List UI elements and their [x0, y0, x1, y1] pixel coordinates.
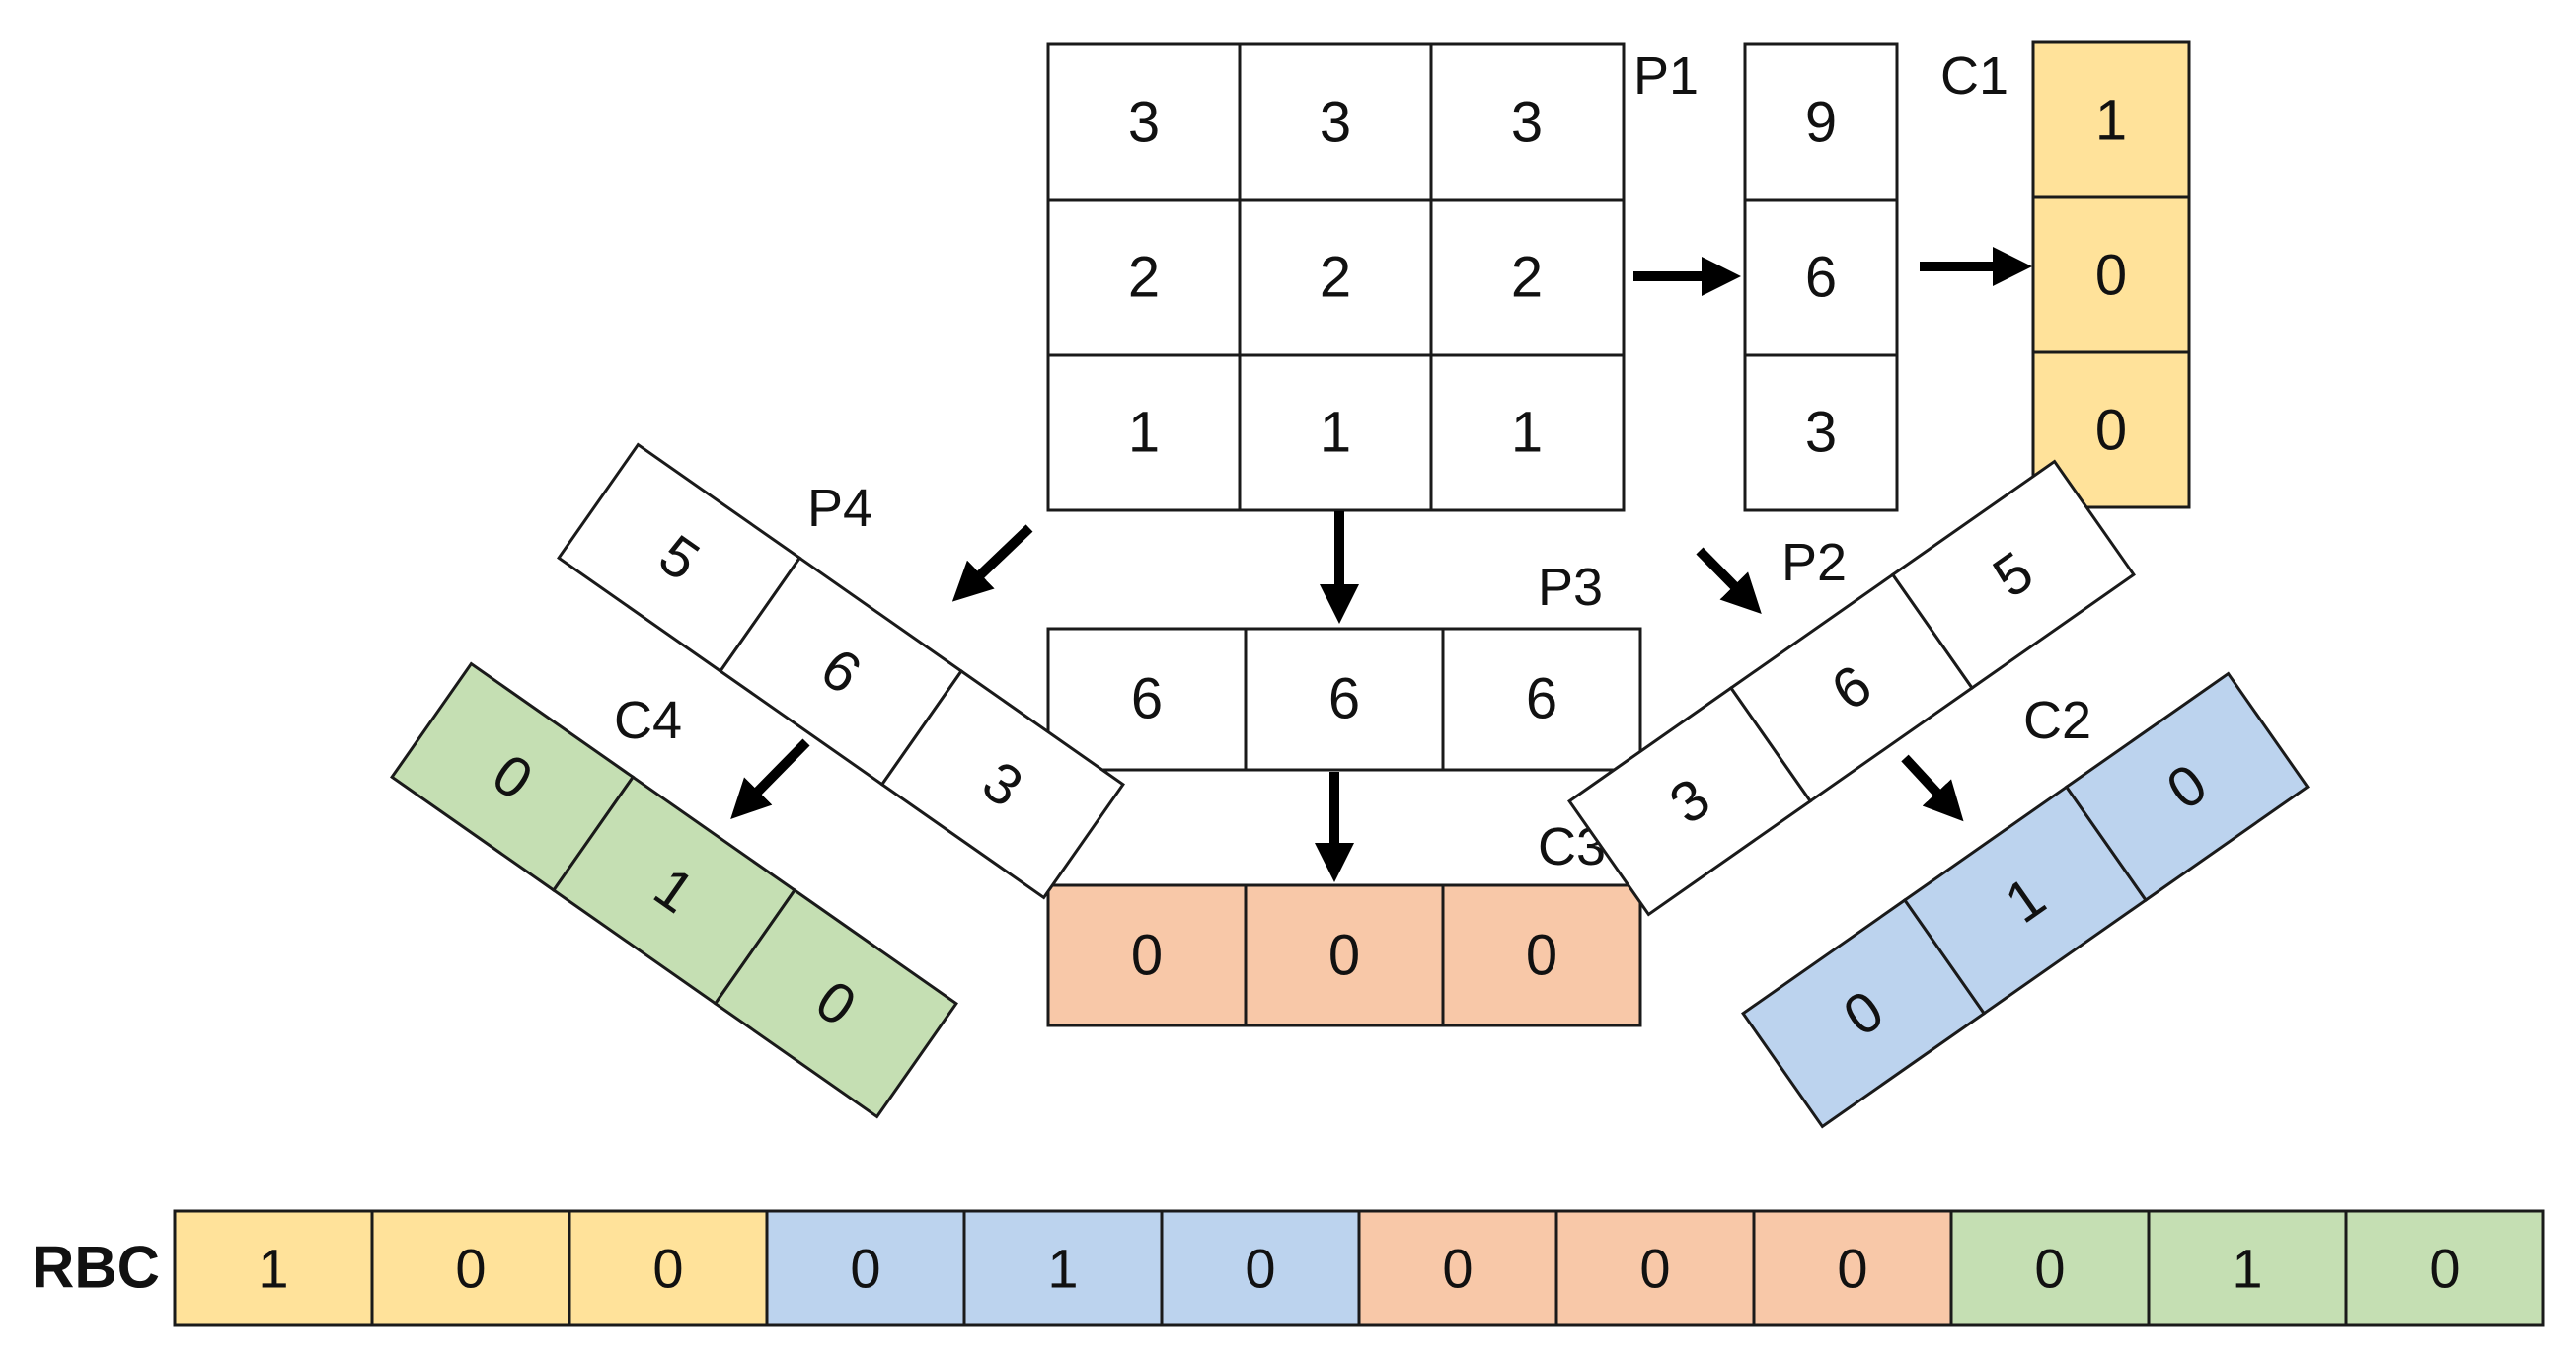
- p3-cell-value: 6: [1328, 667, 1360, 731]
- p3-cell: [1441, 627, 1642, 772]
- rbc-cell: [1160, 1209, 1361, 1327]
- matrix-cell-value: 1: [1128, 401, 1160, 465]
- c1-label: C1: [1940, 46, 2008, 106]
- matrix-cell: [1238, 353, 1433, 512]
- rbc-cell: [962, 1209, 1164, 1327]
- arrow-matrix-to-p4: [951, 524, 1033, 602]
- matrix-cell-value: 3: [1320, 91, 1351, 155]
- rbc-cell-value: 1: [2232, 1238, 2262, 1300]
- rbc-cell-value: 0: [1442, 1238, 1473, 1300]
- p3-label: P3: [1538, 558, 1603, 617]
- rbc-cell-value: 0: [1837, 1238, 1867, 1300]
- c3-cell: [1441, 883, 1642, 1027]
- rbc-cell: [1752, 1209, 1953, 1327]
- rbc-cell-value: 1: [258, 1238, 288, 1300]
- rbc-cell: [765, 1209, 966, 1327]
- p4-label: P4: [807, 479, 872, 538]
- arrow-p2-to-c2: [1901, 754, 1964, 822]
- c3-vector: 0 0 0: [1046, 883, 1642, 1027]
- c1-vector: 1 0 0: [2031, 40, 2191, 509]
- rbc-cell-value: 0: [1245, 1238, 1275, 1300]
- matrix-cell-value: 3: [1128, 91, 1160, 155]
- matrix-cell: [1429, 198, 1626, 357]
- p2-label: P2: [1781, 533, 1847, 592]
- p3-cell-value: 6: [1526, 667, 1557, 731]
- matrix-row-1: 3 3 3: [1046, 42, 1626, 202]
- c4-cell: [713, 887, 958, 1119]
- rbc-label: RBC: [32, 1235, 160, 1301]
- c1-cell-value: 0: [2095, 244, 2127, 308]
- rbc-cell-value: 0: [1639, 1238, 1670, 1300]
- input-matrix: 3 3 3 2 2 2 1 1 1: [1046, 42, 1626, 512]
- p2-vector: 3 6 5: [1567, 459, 2136, 917]
- p1-cell-value: 9: [1805, 91, 1837, 155]
- rbc-cell: [1357, 1209, 1558, 1327]
- rbc-cell: [2344, 1209, 2545, 1327]
- c1-cell: [2031, 195, 2191, 354]
- p4-vector: 5 6 3: [557, 442, 1125, 900]
- p3-cell: [1244, 627, 1445, 772]
- c1-cell-value: 0: [2095, 399, 2127, 463]
- matrix-row-2: 2 2 2: [1046, 198, 1626, 357]
- c2-label: C2: [2023, 691, 2091, 750]
- c4-vector: 0 1 0: [390, 661, 958, 1119]
- matrix-cell-value: 1: [1511, 401, 1543, 465]
- c3-cell-value: 0: [1526, 924, 1557, 988]
- matrix-cell: [1046, 42, 1242, 202]
- p1-label: P1: [1633, 46, 1699, 106]
- rbc-cell-value: 0: [850, 1238, 880, 1300]
- p3-cell-value: 6: [1131, 667, 1163, 731]
- matrix-cell-value: 2: [1320, 246, 1351, 310]
- rbc-cell-value: 0: [652, 1238, 683, 1300]
- rbc-cell-value: 0: [455, 1238, 486, 1300]
- c2-vector: 0 1 0: [1741, 671, 2310, 1129]
- matrix-cell-value: 2: [1128, 246, 1160, 310]
- c4-label: C4: [614, 691, 682, 750]
- c1-cell-value: 1: [2095, 89, 2127, 153]
- rbc-group-c4: 0 1 0: [1949, 1209, 2545, 1327]
- matrix-row-3: 1 1 1: [1046, 353, 1626, 512]
- matrix-cell: [1046, 353, 1242, 512]
- p3-vector: 6 6 6: [1046, 627, 1642, 772]
- c3-cell-value: 0: [1131, 924, 1163, 988]
- p1-cell: [1743, 198, 1899, 357]
- rbc-cell: [173, 1209, 374, 1327]
- p1-cell-value: 6: [1805, 246, 1837, 310]
- matrix-cell-value: 2: [1511, 246, 1543, 310]
- matrix-cell: [1429, 42, 1626, 202]
- rbc-group-c3: 0 0 0: [1357, 1209, 1953, 1327]
- rbc-cell-value: 1: [1047, 1238, 1078, 1300]
- p1-cell-value: 3: [1805, 401, 1837, 465]
- matrix-cell: [1238, 42, 1433, 202]
- p1-vector: 9 6 3: [1743, 42, 1899, 512]
- rbc-cell: [1949, 1209, 2151, 1327]
- rbc-group-c1: 1 0 0: [173, 1209, 769, 1327]
- rbc-cell-value: 0: [2429, 1238, 2460, 1300]
- rbc-bar: 1 0 0 0 1 0 0 0 0 0 1 0: [173, 1209, 2545, 1327]
- p2-cell: [1890, 459, 2136, 691]
- p3-cell: [1046, 627, 1248, 772]
- rbc-cell: [2147, 1209, 2348, 1327]
- matrix-cell-value: 3: [1511, 91, 1543, 155]
- rbc-group-c2: 0 1 0: [765, 1209, 1361, 1327]
- matrix-cell: [1429, 353, 1626, 512]
- arrow-p4-to-c4: [730, 738, 810, 819]
- rbc-cell: [370, 1209, 571, 1327]
- p1-cell: [1743, 42, 1899, 202]
- c2-cell: [2064, 671, 2310, 903]
- p1-cell: [1743, 353, 1899, 512]
- c3-cell-value: 0: [1328, 924, 1360, 988]
- p4-cell: [879, 668, 1125, 900]
- rbc-cell-value: 0: [2034, 1238, 2065, 1300]
- matrix-cell-value: 1: [1320, 401, 1351, 465]
- arrow-matrix-to-p2: [1696, 547, 1762, 614]
- c3-cell: [1046, 883, 1248, 1027]
